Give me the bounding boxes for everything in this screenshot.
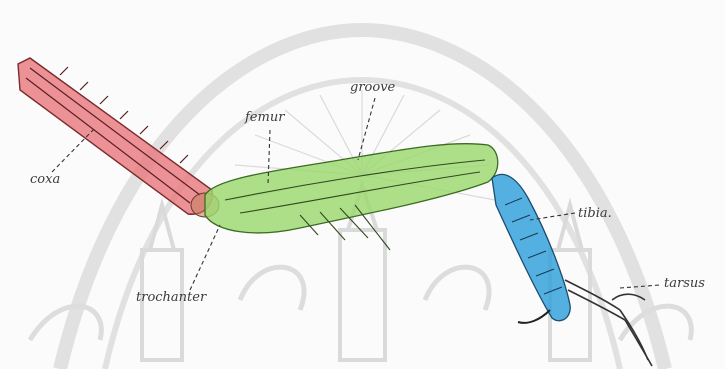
- femur-segment: [205, 144, 498, 250]
- label-tarsus: tarsus: [664, 276, 705, 291]
- label-groove: groove: [350, 80, 395, 95]
- label-femur: femur: [245, 110, 284, 125]
- label-trochanter: trochanter: [136, 290, 206, 305]
- coxa-segment: [18, 58, 212, 214]
- label-coxa: coxa: [30, 172, 60, 187]
- label-tibia: tibia.: [578, 206, 612, 221]
